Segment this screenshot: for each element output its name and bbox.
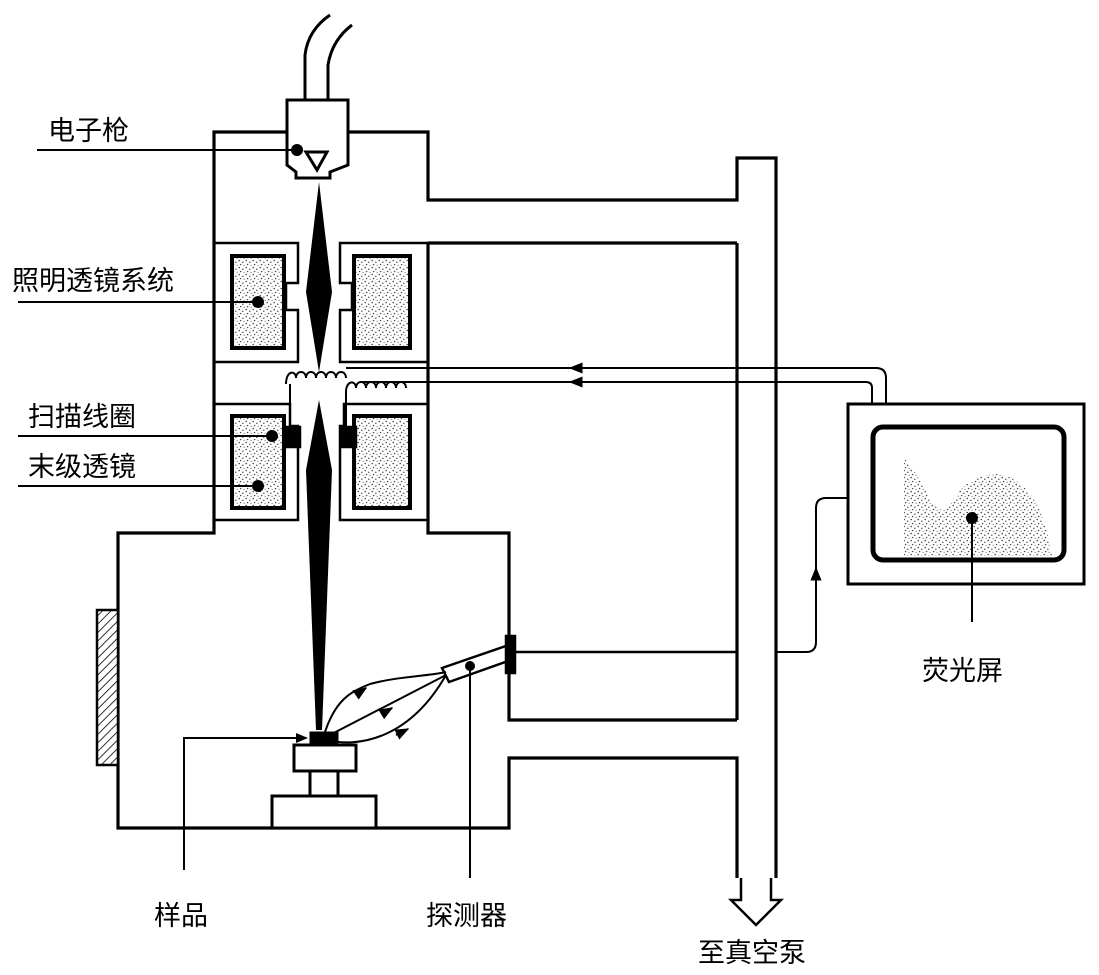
label-screen: 荧光屏 <box>922 656 1003 687</box>
side-window <box>95 608 120 767</box>
sample-arrowhead <box>296 733 308 743</box>
pump-arrow <box>727 878 785 927</box>
electron-beam <box>306 182 332 730</box>
sample-stage <box>270 731 378 830</box>
leader-lines <box>18 149 973 878</box>
label-vacuum-pump: 至真空泵 <box>698 938 806 969</box>
label-scan-coil: 扫描线圈 <box>28 402 136 433</box>
detector <box>440 634 737 684</box>
label-illumination-lens: 照明透镜系统 <box>12 266 174 297</box>
illumination-lens <box>214 241 428 364</box>
fluorescent-screen <box>846 402 1086 586</box>
column-body <box>116 130 778 878</box>
scan-signal-lines <box>346 362 887 404</box>
signal-electrons <box>323 671 447 744</box>
label-sample: 样品 <box>154 901 208 932</box>
label-final-lens: 末级透镜 <box>28 452 136 483</box>
signal-to-screen <box>776 497 848 653</box>
scan-coils <box>285 371 407 426</box>
leader-dots <box>252 144 978 671</box>
label-detector: 探测器 <box>426 901 507 932</box>
label-electron-gun: 电子枪 <box>48 116 129 147</box>
electron-gun <box>285 13 353 180</box>
